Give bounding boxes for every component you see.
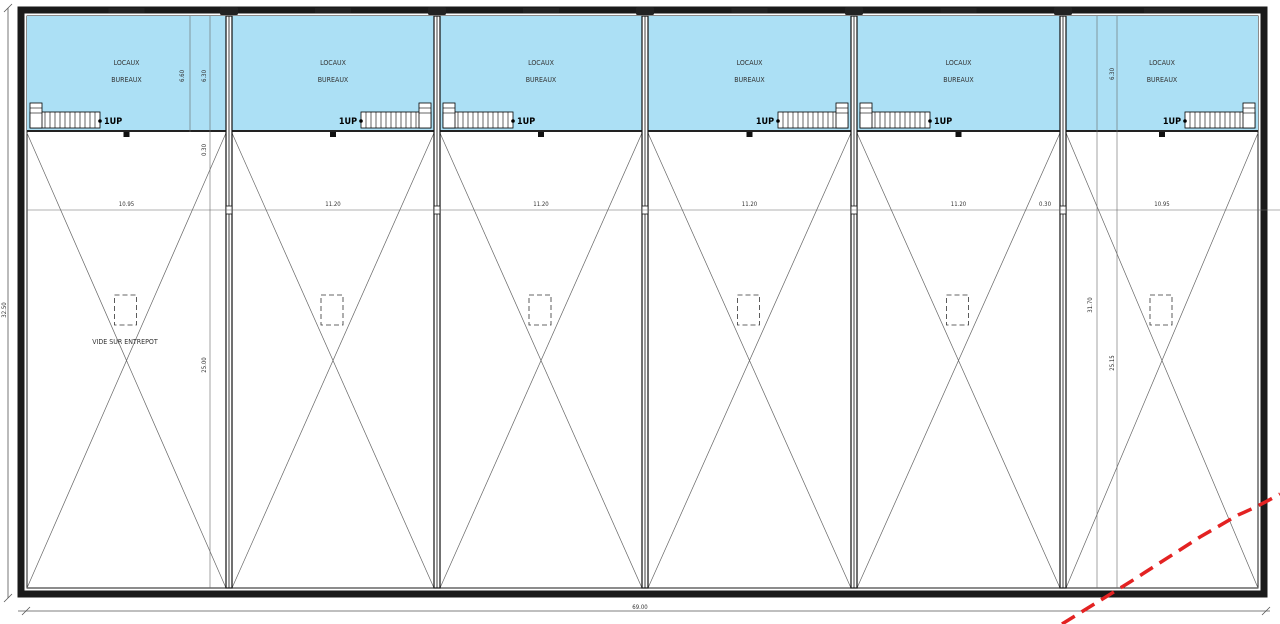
skylight-unit1 (114, 294, 137, 326)
skylight-unit6 (1149, 294, 1173, 326)
overall-depth-tick-bottom (3, 593, 13, 603)
stair-landing (29, 102, 43, 129)
width-dim-unit4: 11.20 (742, 201, 758, 208)
overall-depth-tick-top (3, 3, 13, 13)
skylight-unit5 (946, 294, 969, 326)
column-unit4 (746, 132, 753, 137)
void-cross-b-unit2 (231, 132, 435, 589)
void-cross-b-unit4 (647, 132, 852, 589)
office-label-line2-unit1: BUREAUX (111, 76, 142, 84)
up-arrow-dot (511, 119, 515, 123)
office-label-line2-unit5: BUREAUX (943, 76, 974, 84)
window-unit3 (523, 8, 559, 13)
dim-total-depth-f: 31.70 (1087, 297, 1094, 313)
stair-unit1: 1UP (29, 102, 122, 129)
column-unit1 (123, 132, 130, 137)
overall-width-dim: 69.00 (632, 604, 648, 611)
office-label-line2-unit4: BUREAUX (734, 76, 765, 84)
up-arrow-dot (98, 119, 102, 123)
void-cross-b-unit6 (1065, 132, 1259, 589)
dim-wall-thickness: 0.30 (1039, 201, 1052, 208)
stair-unit6: 1UP (1163, 102, 1256, 129)
party-wall-cap-2 (428, 7, 446, 15)
office-label-line1-unit4: LOCAUX (737, 59, 764, 67)
overall-depth-dim: 32.50 (1, 302, 8, 318)
up-arrow-dot (928, 119, 932, 123)
stair-unit2: 1UP (339, 102, 432, 129)
stair-up-label: 1UP (1163, 117, 1181, 127)
office-label-line1-unit6: LOCAUX (1149, 59, 1176, 67)
office-label-line2-unit6: BUREAUX (1147, 76, 1178, 84)
width-dim-unit2: 11.20 (325, 201, 341, 208)
overall-width-tick-left (21, 606, 31, 616)
dim-warehouse-depth-a: 25.00 (201, 357, 208, 373)
column-unit6 (1159, 132, 1165, 137)
stair-up-label: 1UP (104, 117, 122, 127)
width-dim-unit6: 10.95 (1154, 201, 1169, 208)
stair-landing (418, 102, 432, 129)
stair-up-label: 1UP (934, 117, 952, 127)
skylight-unit2 (320, 294, 344, 326)
party-wall-cap-1 (220, 7, 238, 15)
stair-landing (1242, 102, 1256, 129)
width-dim-unit5: 11.20 (951, 201, 967, 208)
party-wall-cap-3 (636, 7, 654, 15)
overall-width-tick-right (1261, 606, 1271, 616)
stair-landing (859, 102, 873, 129)
void-label: VIDE SUR ENTREPOT (92, 338, 158, 346)
dim-slab: 0.30 (201, 143, 208, 156)
stair-landing (442, 102, 456, 129)
window-unit1 (108, 8, 145, 13)
dim-office-depth-a: 6.60 (179, 69, 186, 82)
office-label-line1-unit3: LOCAUX (528, 59, 555, 67)
up-arrow-dot (776, 119, 780, 123)
property-boundary-line (1061, 492, 1280, 624)
stair-up-label: 1UP (756, 117, 774, 127)
office-label-line2-unit3: BUREAUX (526, 76, 557, 84)
units-layer: LOCAUX BUREAUX 10.95 1UP LOCAUX BUREAUX 11.20 1… (26, 7, 1259, 589)
void-cross-b-unit1 (26, 132, 227, 589)
skylight-unit4 (737, 294, 760, 326)
dim-office-depth-b: 6.30 (201, 69, 208, 82)
stair-unit5: 1UP (859, 102, 952, 129)
stair-unit3: 1UP (442, 102, 535, 129)
stair-unit4: 1UP (756, 102, 849, 129)
void-cross-b-unit3 (439, 132, 643, 589)
stair-landing (835, 102, 849, 129)
office-label-line2-unit2: BUREAUX (318, 76, 349, 84)
column-unit5 (955, 132, 962, 137)
column-unit3 (538, 132, 544, 137)
up-arrow-dot (1183, 119, 1187, 123)
skylight-unit3 (528, 294, 552, 326)
void-cross-b-unit5 (856, 132, 1061, 589)
dim-warehouse-depth-b: 25.15 (1109, 355, 1116, 370)
width-dim-unit3: 11.20 (533, 201, 549, 208)
party-wall-cap-4 (845, 7, 863, 15)
window-unit5 (940, 8, 977, 13)
office-label-line1-unit1: LOCAUX (114, 59, 141, 67)
dim-office-depth-c: 6.30 (1109, 67, 1116, 80)
up-arrow-dot (359, 119, 363, 123)
window-unit4 (731, 8, 768, 13)
window-unit2 (315, 8, 351, 13)
stair-up-label: 1UP (339, 117, 357, 127)
stair-up-label: 1UP (517, 117, 535, 127)
office-label-line1-unit5: LOCAUX (946, 59, 973, 67)
party-wall-cap-5 (1054, 7, 1072, 15)
window-unit6 (1144, 8, 1180, 13)
column-unit2 (330, 132, 336, 137)
width-dim-unit1: 10.95 (119, 201, 134, 208)
office-label-line1-unit2: LOCAUX (320, 59, 347, 67)
